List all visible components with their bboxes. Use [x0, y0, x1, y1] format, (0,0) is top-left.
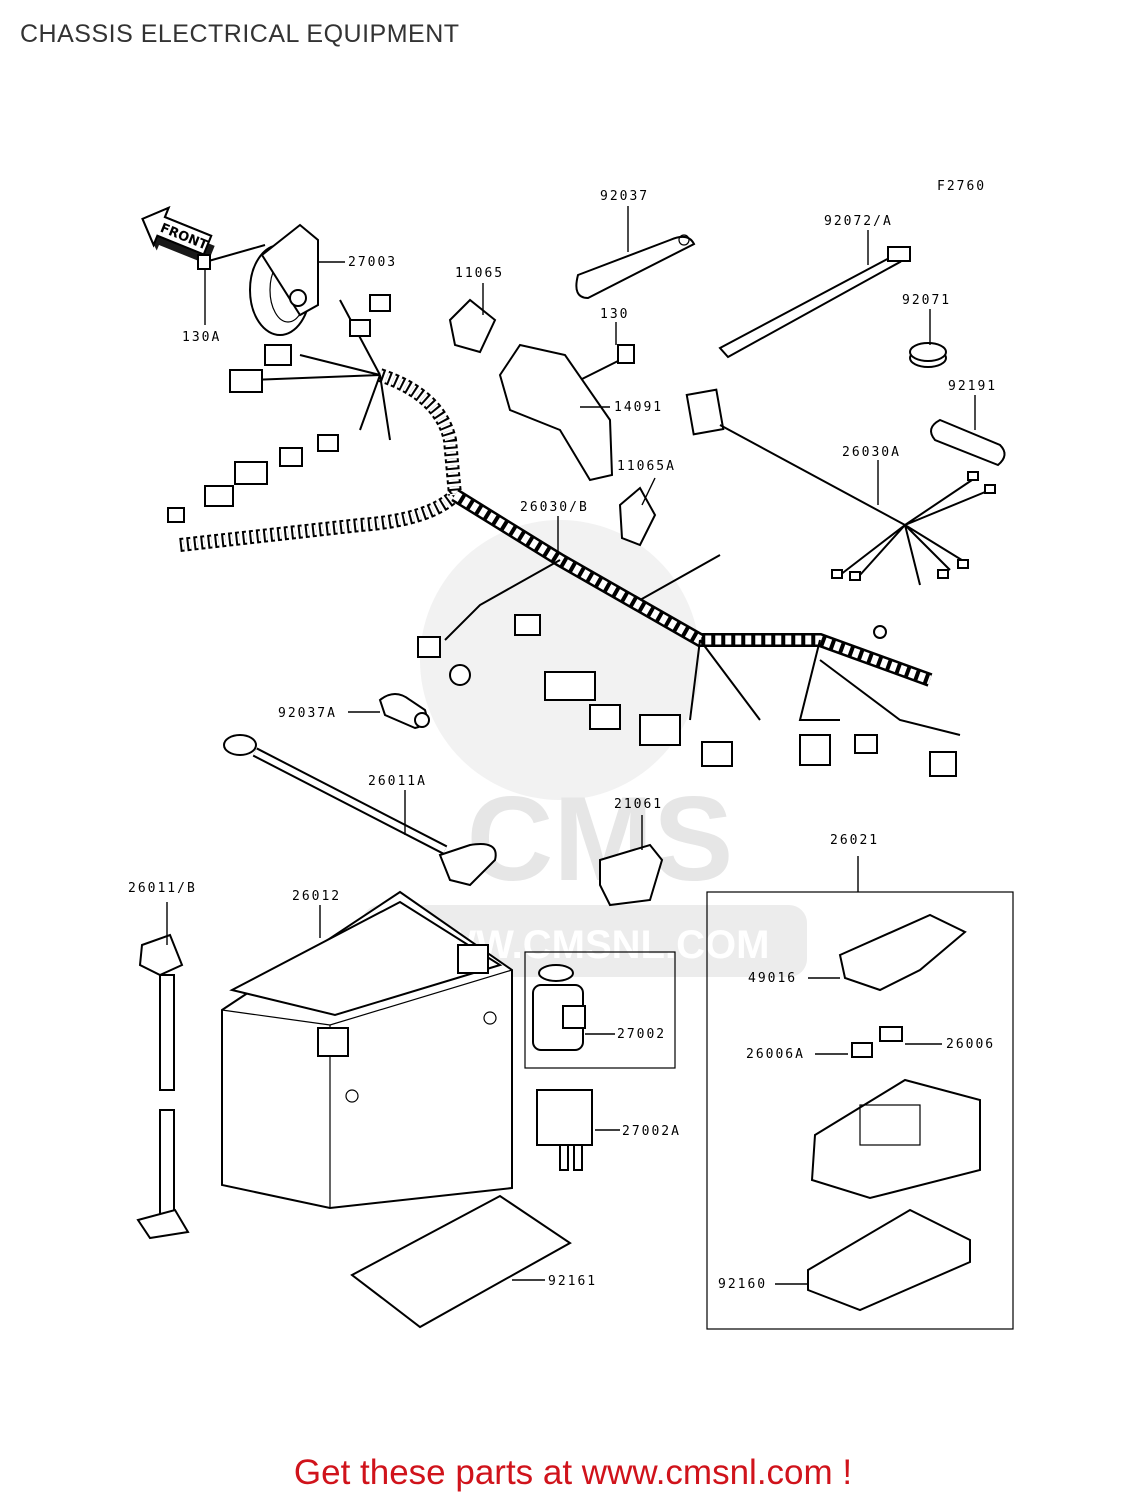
horn-icon: [197, 223, 319, 336]
label-21061: 21061: [614, 797, 663, 812]
label-11065: 11065: [455, 266, 504, 281]
clamp-ring-icon: [378, 693, 430, 730]
label-92071: 92071: [902, 293, 951, 308]
main-harness-icon: [167, 294, 961, 777]
label-92161: 92161: [548, 1274, 597, 1289]
label-27002: 27002: [617, 1027, 666, 1042]
label-92191: 92191: [948, 379, 997, 394]
label-92072A: 92072/A: [824, 214, 893, 229]
cable-tie-icon: [718, 246, 911, 359]
label-26012: 26012: [292, 889, 341, 904]
label-27002A: 27002A: [622, 1124, 681, 1139]
label-130: 130: [600, 307, 629, 322]
label-130A: 130A: [182, 330, 221, 345]
label-26021: 26021: [830, 833, 879, 848]
label-26011B: 26011/B: [128, 881, 197, 896]
band-icon: [575, 234, 696, 300]
grommet-icon: [909, 342, 947, 368]
label-92160: 92160: [718, 1277, 767, 1292]
ground-cable-icon: [136, 933, 190, 1240]
sub-harness-icon: [685, 388, 996, 586]
label-92037A: 92037A: [278, 706, 337, 721]
relay-a-icon: [536, 1089, 593, 1171]
label-14091: 14091: [614, 400, 663, 415]
battery-cable-icon: [223, 734, 497, 887]
clamp-icon: [448, 298, 497, 354]
relay-box: [524, 951, 676, 1069]
bolt-icon: [579, 344, 635, 381]
label-92037: 92037: [600, 189, 649, 204]
page-title: CHASSIS ELECTRICAL EQUIPMENT: [20, 20, 460, 48]
footer-link[interactable]: Get these parts at www.cmsnl.com !: [293, 1453, 853, 1492]
fuse-box-frame: [706, 891, 1014, 1330]
label-49016: 49016: [748, 971, 797, 986]
label-27003: 27003: [348, 255, 397, 270]
fuse-block-icon: [810, 1078, 981, 1200]
terminal-cover-icon: [599, 843, 664, 907]
pad-icon: [350, 1194, 572, 1329]
label-26006A: 26006A: [746, 1047, 805, 1062]
figure-code: F2760: [937, 179, 986, 194]
fuse-cover-icon: [838, 913, 967, 992]
label-11065A: 11065A: [617, 459, 676, 474]
watermark: CMS WWW.CMSNL.COM: [362, 520, 807, 977]
tube-icon: [930, 418, 1006, 467]
label-26030A: 26030A: [842, 445, 901, 460]
battery-icon: [221, 890, 513, 1210]
clamp-a-icon: [618, 486, 657, 547]
fuse-tray-icon: [807, 1208, 971, 1312]
label-26011A: 26011A: [368, 774, 427, 789]
label-26030B: 26030/B: [520, 500, 589, 515]
bracket-icon: [498, 343, 614, 482]
label-26006: 26006: [946, 1037, 995, 1052]
relay-icon: [532, 964, 586, 1051]
fuse-icon: [851, 1026, 903, 1058]
